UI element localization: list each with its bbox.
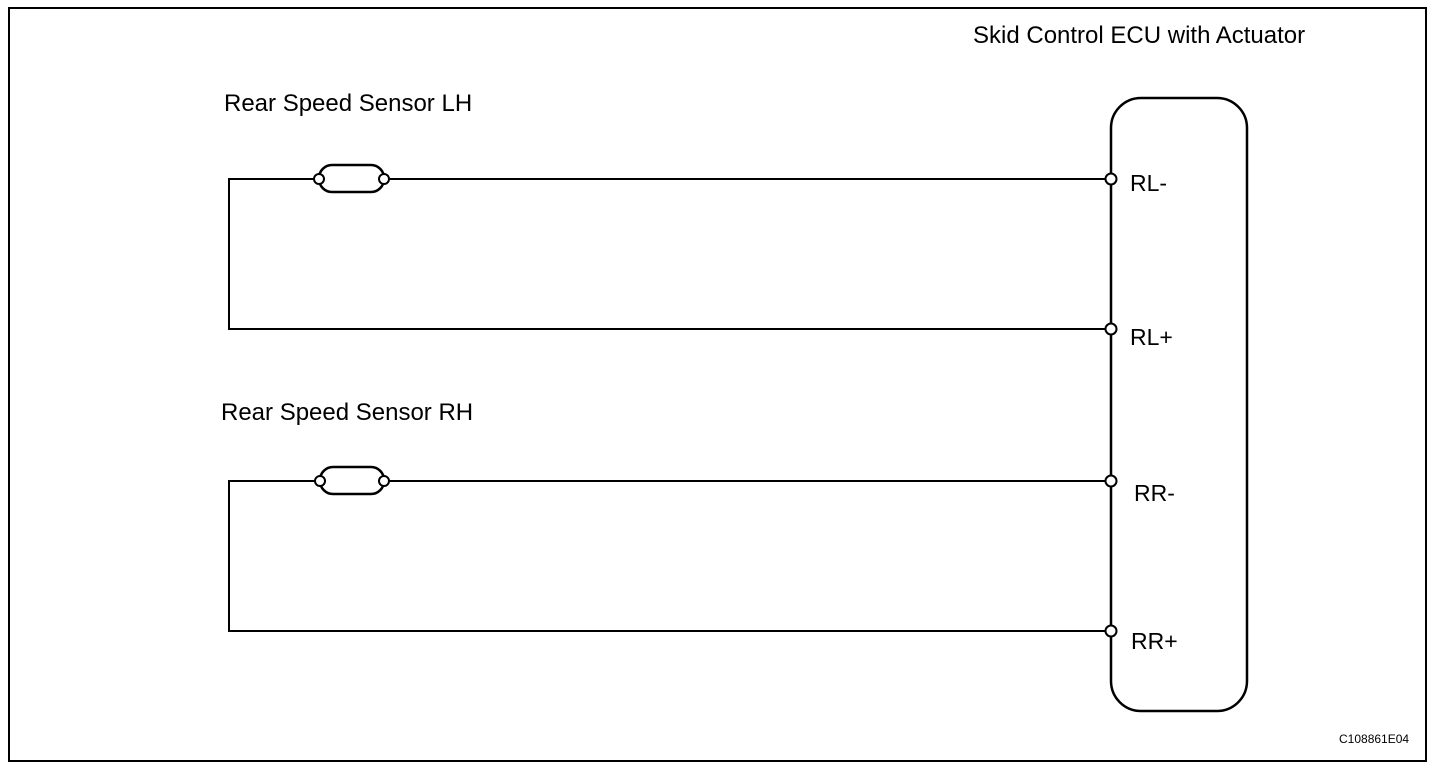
ecu-title: Skid Control ECU with Actuator: [973, 22, 1306, 49]
ecu-terminal-rr-plus: [1104, 624, 1118, 638]
ecu-terminal-rl-plus: [1104, 322, 1118, 336]
rh-sensor-circuit: [228, 465, 1111, 632]
diagram-frame: [8, 7, 1427, 762]
lh-connector-terminal-left: [313, 173, 325, 185]
rh-sensor-connector: [318, 465, 386, 496]
rh-connector-terminal-right: [378, 475, 390, 487]
sensor-rh-label: Rear Speed Sensor RH: [221, 399, 474, 426]
pin-label-rl-minus: RL-: [1130, 170, 1168, 196]
pin-label-rl-plus: RL+: [1130, 324, 1173, 350]
figure-code: C108861E04: [1339, 732, 1410, 746]
lh-connector-terminal-right: [378, 173, 390, 185]
lh-loop-wire: [228, 178, 1111, 330]
ecu-terminal-rr-minus: [1104, 474, 1118, 488]
lh-sensor-circuit: [228, 163, 1111, 330]
rh-loop-wire: [228, 480, 1111, 632]
sensor-lh-label: Rear Speed Sensor LH: [224, 90, 473, 117]
pin-label-rr-minus: RR-: [1134, 480, 1175, 506]
ecu-terminal-rl-minus: [1104, 172, 1118, 186]
rh-connector-terminal-left: [314, 475, 326, 487]
ecu-box: [1109, 96, 1249, 713]
pin-label-rr-plus: RR+: [1131, 628, 1178, 654]
lh-sensor-connector: [317, 163, 386, 194]
